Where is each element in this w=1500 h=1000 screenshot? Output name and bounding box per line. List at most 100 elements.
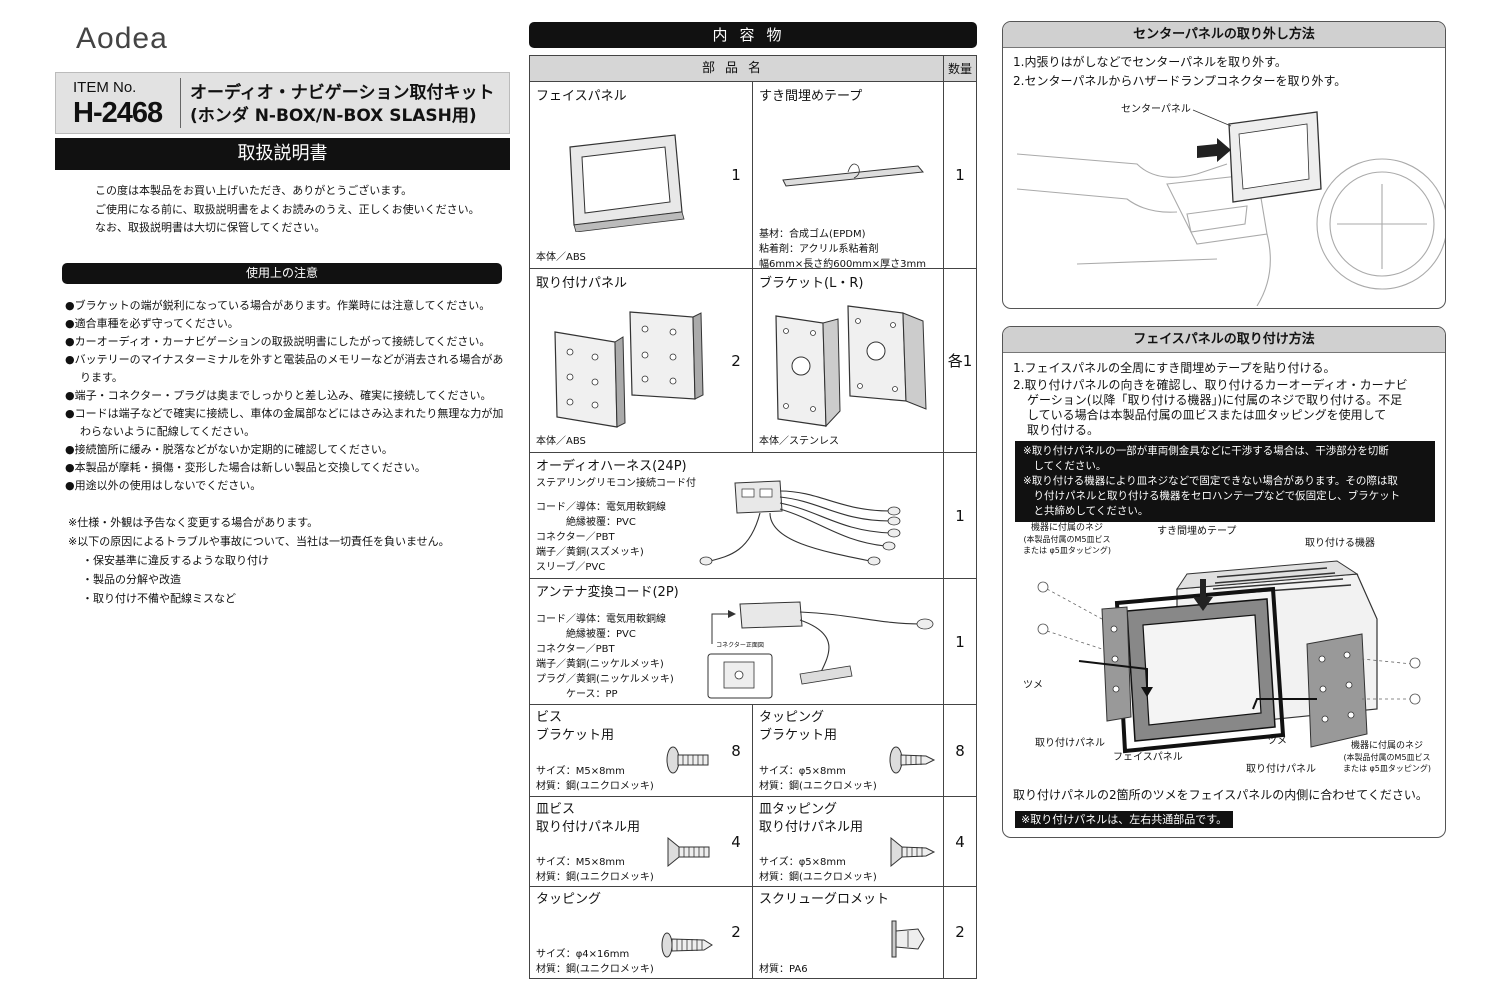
flat-screw-name2: 取り付けパネル用 — [536, 820, 641, 835]
mount-panel-illustration — [554, 311, 704, 428]
antenna-spec: 端子／黄銅(ニッケルメッキ) — [536, 659, 664, 670]
tape-name: すき間埋めテープ — [759, 89, 863, 104]
screw-left-label: 機器に付属のネジ (本製品付属のM5皿ビス または φ5皿タッピング) — [1017, 523, 1117, 556]
face-install-step2: 2.取り付けパネルの向きを確認し、取り付けるカーオーディオ・カーナビ ゲーション… — [1013, 378, 1443, 438]
screw-bracket-qty: 8 — [720, 705, 753, 797]
screw-right-line: (本製品付属のM5皿ビス — [1343, 753, 1431, 762]
harness-spec: スリーブ／PVC — [536, 562, 606, 573]
brand-logo: Aodea — [76, 22, 168, 55]
flat-tap-qty: 4 — [944, 797, 976, 887]
screw-bracket-cell: ビス ブラケット用 サイズ：M5×8mm 材質：鋼(ユニクロメッキ) — [530, 705, 720, 797]
harness-specs: コード／導体：電気用軟銅線 絶縁被覆：PVC コネクター／PBT 端子／黄銅(ス… — [536, 500, 666, 575]
face-install-heading: フェイスパネルの取り付け方法 — [1003, 327, 1445, 353]
tape-illustration — [782, 163, 924, 187]
tape-label: すき間埋めテープ — [1157, 526, 1237, 537]
intro-text: この度は本製品をお買い上げいただき、ありがとうございます。 ご使用になる前に、取… — [95, 182, 480, 238]
dashboard-illustration — [1017, 109, 1445, 306]
item-header-box — [55, 72, 510, 134]
tape-spec: 基材：合成ゴム(EPDM) — [759, 229, 866, 240]
face-panel-label: フェイスパネル — [1113, 752, 1183, 763]
screw-left-line: (本製品付属のM5皿ビス — [1023, 535, 1111, 544]
col-header-parts: 部品名 — [530, 56, 944, 82]
long-tapping-screw-icon — [661, 932, 713, 958]
face-panel-material: 本体／ABS — [536, 252, 586, 263]
screw-left-line: 機器に付属のネジ — [1030, 523, 1103, 533]
bracket-cell: ブラケット(L・R) 本体／ステンレス — [753, 269, 944, 453]
caution-item: ●適合車種を必ず守ってください。 — [65, 317, 239, 330]
cautions-list: ●ブラケットの端が鋭利になっている場合があります。作業時には注意してください。 … — [65, 297, 505, 495]
face-install-step1: 1.フェイスパネルの全周にすき間埋めテープを貼り付ける。 — [1013, 361, 1336, 375]
antenna-specs: コード／導体：電気用軟銅線 絶縁被覆：PVC コネクター／PBT 端子／黄銅(ニ… — [536, 612, 674, 702]
contents-table: 部品名 数量 フェイスパネル 本体／ABS 1 すき間埋めテープ 基材：合成ゴム… — [529, 55, 977, 979]
bracket-material: 本体／ステンレス — [759, 436, 839, 447]
tsume-left-label: ツメ — [1023, 680, 1043, 691]
col-header-qty: 数量 — [944, 56, 976, 82]
note-item: ※以下の原因によるトラブルや事故について、当社は一切責任を負いません。 — [68, 535, 450, 548]
grommet-qty: 2 — [955, 923, 965, 941]
face-install-footer: 取り付けパネルの2箇所のツメをフェイスパネルの内側に合わせてください。 — [1013, 788, 1428, 802]
tape-specs: 基材：合成ゴム(EPDM) 粘着剤：アクリル系粘着剤 幅6mm×長さ約600mm… — [759, 227, 926, 272]
harness-name: オーディオハーネス(24P) — [536, 459, 687, 474]
tap-bracket-material: 材質：鋼(ユニクロメッキ) — [759, 781, 877, 792]
flat-screw-size: サイズ：M5×8mm — [536, 857, 625, 868]
screw-bracket-name2: ブラケット用 — [536, 728, 615, 743]
harness-spec: コネクター／PBT — [536, 532, 615, 543]
caution-item: ●カーオーディオ・カーナビゲーションの取扱説明書にしたがって接続してください。 — [65, 335, 491, 348]
flat-screw-icon — [667, 836, 710, 868]
center-panel-step: 2.センターパネルからハザードランプコネクターを取り外す。 — [1013, 74, 1347, 88]
warning-line: と共締めしてください。 — [1023, 505, 1149, 517]
tap-bracket-size: サイズ：φ5×8mm — [759, 766, 846, 777]
note-subitem: ・取り付け不備や配線ミスなど — [82, 592, 236, 605]
caution-item: ●本製品が摩耗・損傷・変形した場合は新しい製品と交換してください。 — [65, 461, 426, 474]
item-number-label: ITEM No. — [73, 79, 137, 96]
caution-item: ●端子・コネクター・プラグは奥までしっかりと差し込み、確実に接続してください。 — [65, 389, 492, 402]
caution-item: ●ブラケットの端が鋭利になっている場合があります。作業時には注意してください。 — [65, 299, 491, 312]
intro-line: この度は本製品をお買い上げいただき、ありがとうございます。 — [95, 184, 413, 197]
warning-line: ※取り付けパネルの一部が車両側金具などに干渉する場合は、干渉部分を切断 — [1023, 445, 1389, 457]
tape-qty: 1 — [944, 82, 976, 269]
antenna-illustration — [707, 601, 934, 699]
face-panel-illustration — [569, 134, 685, 232]
harness-spec: 端子／黄銅(スズメッキ) — [536, 547, 644, 558]
bracket-name: ブラケット(L・R) — [759, 276, 864, 291]
screw-bracket-material: 材質：鋼(ユニクロメッキ) — [536, 781, 654, 792]
panel-right-label: 取り付けパネル — [1246, 764, 1316, 775]
panel-left-label: 取り付けパネル — [1035, 738, 1105, 749]
face-install-footnote: ※取り付けパネルは、左右共通部品です。 — [1015, 811, 1234, 828]
antenna-spec: ケース：PP — [536, 689, 618, 700]
device-label: 取り付ける機器 — [1305, 538, 1375, 549]
flat-screw-material: 材質：鋼(ユニクロメッキ) — [536, 872, 654, 883]
center-panel-heading: センターパネルの取り外し方法 — [1003, 22, 1445, 48]
grommet-material: 材質：PA6 — [759, 964, 808, 975]
center-panel-step: 1.内張りはがしなどでセンターパネルを取り外す。 — [1013, 55, 1287, 69]
tape-spec: 幅6mm×長さ約600mm×厚さ3mm — [759, 259, 927, 270]
flat-screw-qty: 4 — [720, 797, 753, 887]
bracket-illustration — [775, 305, 927, 428]
intro-line: ご使用になる前に、取扱説明書をよくお読みのうえ、正しくお使いください。 — [95, 202, 480, 216]
face-panel-name: フェイスパネル — [536, 89, 627, 104]
step2-line: 2.取り付けパネルの向きを確認し、取り付けるカーオーディオ・カーナビ — [1013, 378, 1408, 392]
harness-qty: 1 — [944, 453, 976, 579]
tsume-right-label: ツメ — [1267, 736, 1287, 747]
connector-view-label: コネクター正面図 — [716, 642, 764, 649]
face-install-warning: ※取り付けパネルの一部が車両側金具などに干渉する場合は、干渉部分を切断 してくだ… — [1015, 441, 1435, 522]
warning-line: ※取り付ける機器により皿ネジなどで固定できない場合があります。その際は取 — [1023, 475, 1398, 487]
note-subitem: ・製品の分解や改造 — [82, 573, 181, 586]
note-item: ※仕様・外観は予告なく変更する場合があります。 — [68, 516, 319, 529]
product-title-line2: (ホンダ N-BOX/N-BOX SLASH用) — [190, 106, 477, 126]
flat-tap-size: サイズ：φ5×8mm — [759, 857, 846, 868]
caution-item: ●接続箇所に緩み・脱落などがないか定期的に確認してください。 — [65, 443, 393, 456]
caution-item: ●バッテリーのマイナスターミナルを外すと電装品のメモリーなどが消去される場合があ… — [65, 353, 504, 384]
tapping-cell: タッピング サイズ：φ4×16mm 材質：鋼(ユニクロメッキ) — [530, 887, 720, 978]
step2-line: 取り付ける。 — [1027, 423, 1100, 437]
mount-panel-cell: 取り付けパネル 本体／ABS — [530, 269, 720, 453]
bracket-qty: 各1 — [944, 269, 976, 453]
flat-tap-name1: 皿タッピング — [759, 802, 838, 817]
face-install-section: フェイスパネルの取り付け方法 1.フェイスパネルの全周にすき間埋めテープを貼り付… — [1002, 326, 1446, 838]
screw-left-line: または φ5皿タッピング) — [1022, 546, 1112, 555]
tape-spec: 粘着剤：アクリル系粘着剤 — [759, 244, 879, 255]
flat-tapping-icon — [890, 836, 936, 868]
mount-panel-qty: 2 — [720, 269, 753, 453]
mount-panel-name: 取り付けパネル — [536, 276, 628, 291]
tapping-qty: 2 — [720, 887, 753, 978]
